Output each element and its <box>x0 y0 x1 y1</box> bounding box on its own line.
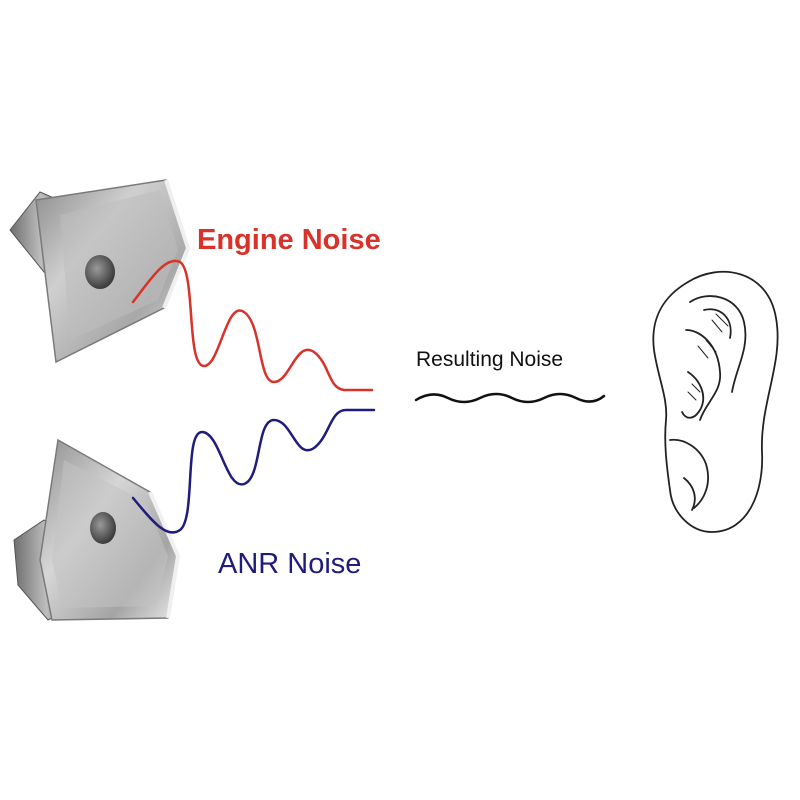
speaker-bottom-icon <box>13 438 181 621</box>
resulting-noise-label: Resulting Noise <box>416 348 564 371</box>
anr-noise-wave <box>131 408 376 534</box>
ear-icon <box>652 270 779 533</box>
resulting-noise-wave <box>414 392 606 404</box>
engine-noise-label: Engine Noise <box>197 224 381 256</box>
speaker-top-icon <box>9 179 191 364</box>
anr-noise-label: ANR Noise <box>218 548 362 580</box>
engine-noise-wave <box>131 259 374 392</box>
